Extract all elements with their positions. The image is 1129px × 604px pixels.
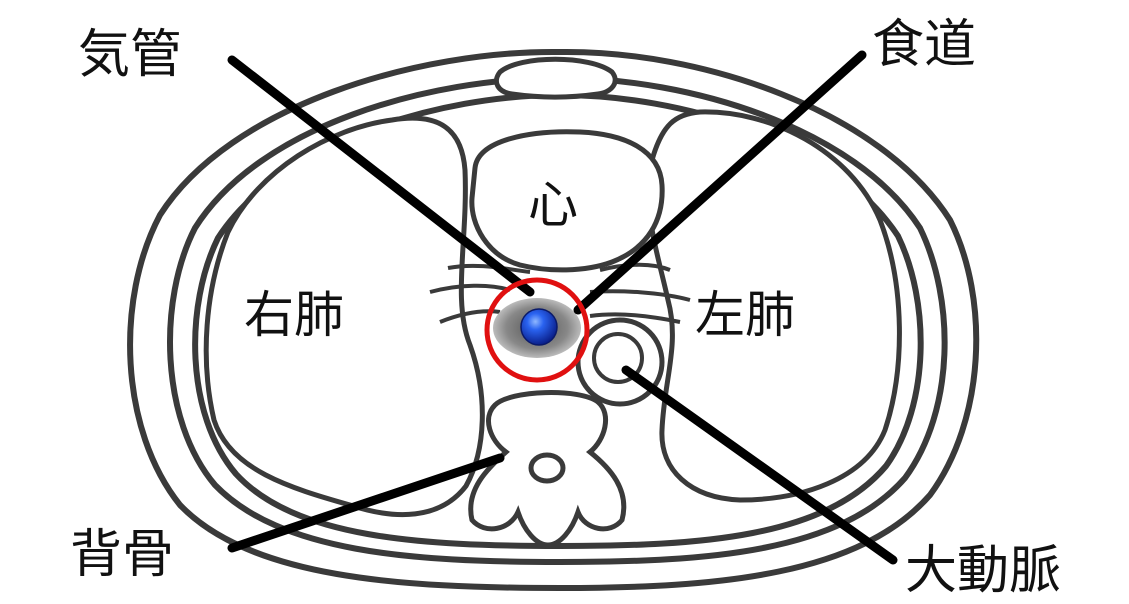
aorta-label: 大動脈 — [905, 541, 1061, 601]
spine-shape — [471, 393, 624, 545]
spine-label: 背骨 — [70, 525, 174, 585]
left-lung-label: 左肺 — [695, 286, 795, 344]
heart-label: 心 — [528, 176, 578, 234]
esophagus-label: 食道 — [872, 15, 976, 75]
trachea-label: 気管 — [78, 25, 182, 85]
esophagus-marker — [521, 309, 557, 345]
sternum — [496, 59, 615, 97]
right-lung-label: 右肺 — [244, 286, 344, 344]
